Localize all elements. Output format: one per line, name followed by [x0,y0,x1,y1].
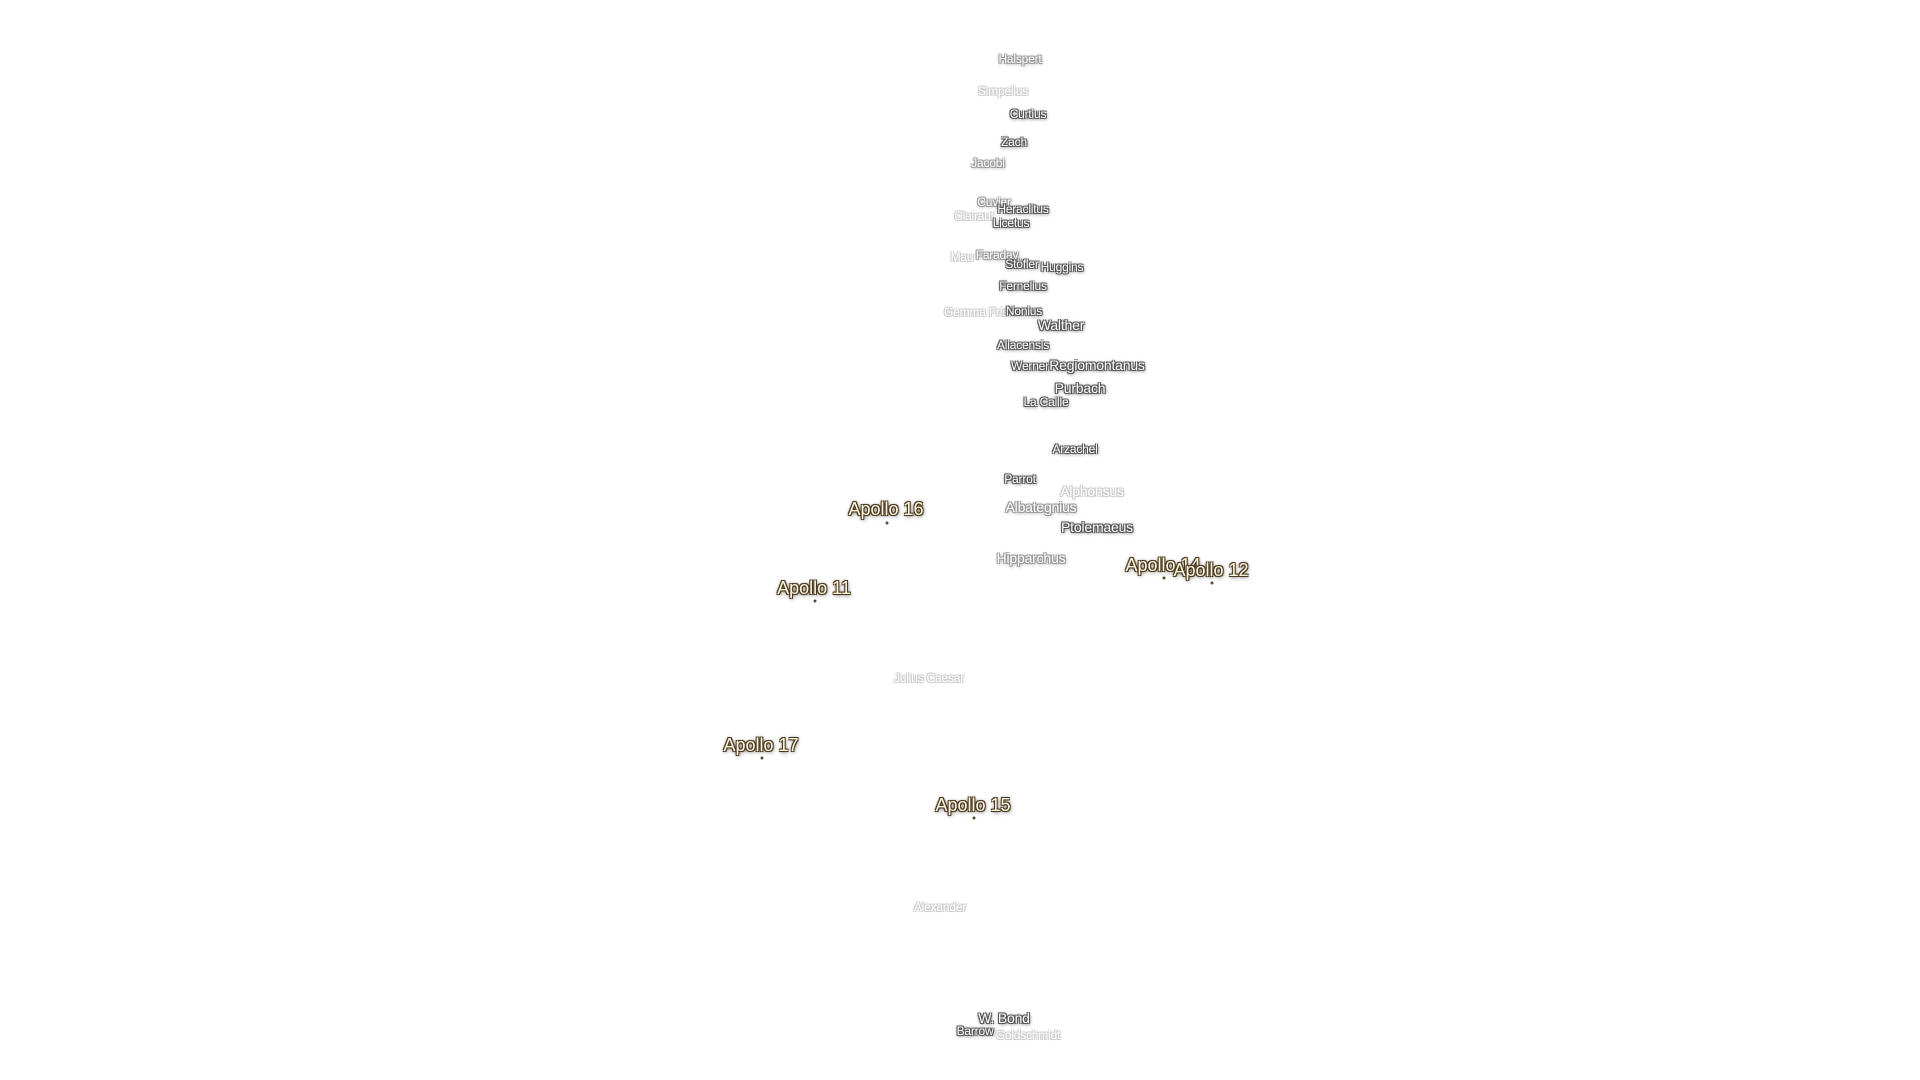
apollo-16-site-marker[interactable] [885,521,889,525]
crater-label-zach[interactable]: Zach [1001,135,1027,149]
apollo-label-14[interactable]: Apollo 14 [1125,555,1201,575]
crater-label-arzachel[interactable]: Arzachel [1052,442,1098,456]
crater-label-clairaut[interactable]: Clairaut [954,209,994,223]
crater-label-huggins[interactable]: Huggins [1040,260,1084,274]
apollo-14-site-marker[interactable] [1162,576,1166,580]
apollo-label-15[interactable]: Apollo 15 [935,795,1011,815]
crater-label-walther[interactable]: Walther [1037,317,1085,333]
crater-label-fernelius[interactable]: Fernelius [999,279,1047,293]
crater-label-faraday[interactable]: Faraday [975,248,1019,262]
crater-label-curtius[interactable]: Curtius [1009,107,1047,121]
crater-label-gemma-frisius[interactable]: Gemma Fris [943,305,1009,319]
crater-label-werner[interactable]: Werner [1011,359,1049,373]
crater-label-heraclitus[interactable]: Heraclitus [997,202,1049,216]
crater-label-barrow[interactable]: Barrow [956,1024,994,1038]
crater-label-parrot[interactable]: Parrot [1004,472,1036,486]
crater-label-cuvier[interactable]: Cuvier [977,195,1011,209]
crater-label-stoefler[interactable]: Stöfler [1005,257,1039,271]
crater-label-alphonsus[interactable]: Alphonsus [1060,483,1124,499]
crater-label-aliacensis[interactable]: Aliacensis [996,338,1050,352]
crater-label-la-caille[interactable]: La Caille [1023,395,1069,409]
crater-label-maurolycus[interactable]: Mau [950,250,974,264]
crater-label-purbach[interactable]: Purbach [1054,380,1106,396]
apollo-12-site-marker[interactable] [1210,581,1214,585]
crater-label-w-bond[interactable]: W. Bond [978,1010,1030,1026]
apollo-17-site-marker[interactable] [760,756,764,760]
crater-label-halspert[interactable]: Halspert [998,52,1042,66]
crater-label-ptolemaeus[interactable]: Ptolemaeus [1061,519,1133,535]
crater-label-regiomontanus[interactable]: Regiomontanus [1049,357,1145,373]
crater-label-nonius[interactable]: Nonius [1005,304,1043,318]
crater-label-jacobi[interactable]: Jacobi [971,156,1005,170]
crater-label-albategnius[interactable]: Albategnius [1005,499,1077,515]
apollo-label-11[interactable]: Apollo 11 [777,578,851,598]
crater-label-alexander[interactable]: Alexander [913,900,967,914]
crater-label-licetus[interactable]: Licetus [992,216,1030,230]
apollo-label-16[interactable]: Apollo 16 [848,499,924,519]
apollo-15-site-marker[interactable] [972,816,976,820]
crater-label-hipparchus[interactable]: Hipparchus [996,550,1066,566]
apollo-label-12[interactable]: Apollo 12 [1173,560,1249,580]
crater-label-julius-caesar[interactable]: Julius Caesar [893,671,965,685]
crater-label-simpelius[interactable]: Simpelius [977,84,1029,98]
crater-label-goldschmidt[interactable]: Goldschmidt [995,1028,1061,1042]
apollo-label-17[interactable]: Apollo 17 [723,735,799,755]
apollo-11-site-marker[interactable] [813,599,817,603]
